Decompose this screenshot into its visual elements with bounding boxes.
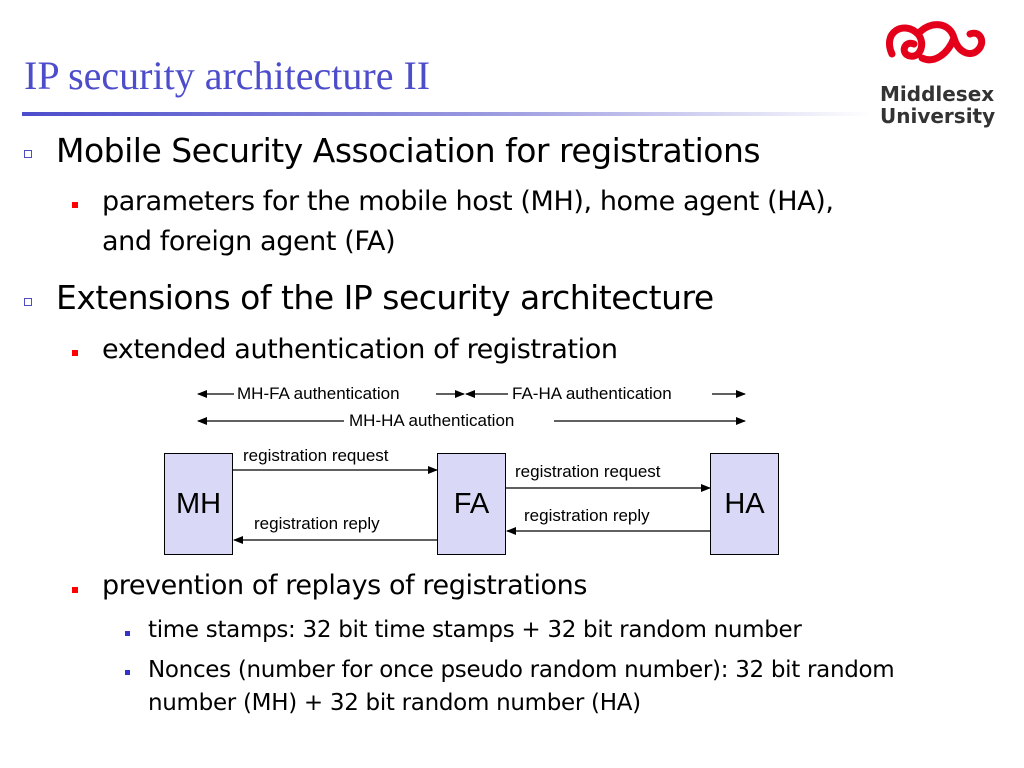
bullet-nonces-line1: Nonces (number for once pseudo random nu… [148, 657, 895, 683]
label-fa-ha-request: registration request [515, 462, 661, 481]
bullet-parameters-line1: parameters for the mobile host (MH), hom… [102, 186, 834, 217]
label-mh-fa-authentication: MH-FA authentication [234, 385, 403, 402]
label-fa-ha-authentication: FA-HA authentication [509, 385, 675, 402]
bullet-nonces-line2: number (MH) + 32 bit random number (HA) [148, 690, 641, 716]
label-ha-fa-reply: registration reply [524, 506, 650, 525]
node-fa-label: FA [453, 487, 490, 520]
bullet-extensions: Extensions of the IP security architectu… [56, 278, 714, 317]
bullet-prevention-of-replays: prevention of replays of registrations [102, 570, 588, 601]
slide-title: IP security architecture II [24, 53, 431, 98]
title-underline [22, 112, 872, 116]
bullet-mobile-security-association: Mobile Security Association for registra… [56, 131, 761, 170]
university-logo [886, 21, 986, 64]
blue-bullet-icon [125, 670, 130, 675]
logo-mark [886, 21, 986, 64]
square-bullet-icon [24, 298, 32, 306]
node-mh-label: MH [175, 487, 222, 520]
node-fa: FA [437, 453, 506, 555]
bullet-extended-authentication: extended authentication of registration [102, 334, 618, 365]
blue-bullet-icon [125, 631, 130, 636]
square-bullet-icon [24, 150, 32, 158]
label-fa-mh-reply: registration reply [254, 514, 380, 533]
red-bullet-icon [72, 350, 78, 356]
node-ha: HA [710, 453, 779, 555]
node-ha-label: HA [724, 487, 765, 520]
node-mh: MH [164, 453, 233, 555]
logo-text-middlesex: Middlesex [880, 82, 995, 106]
bullet-parameters-line2: and foreign agent (FA) [102, 226, 396, 257]
bullet-time-stamps: time stamps: 32 bit time stamps + 32 bit… [148, 617, 802, 643]
red-bullet-icon [72, 202, 78, 208]
label-mh-fa-request: registration request [243, 446, 389, 465]
red-bullet-icon [72, 587, 78, 593]
label-mh-ha-authentication: MH-HA authentication [346, 412, 518, 429]
logo-text-university: University [880, 104, 996, 128]
